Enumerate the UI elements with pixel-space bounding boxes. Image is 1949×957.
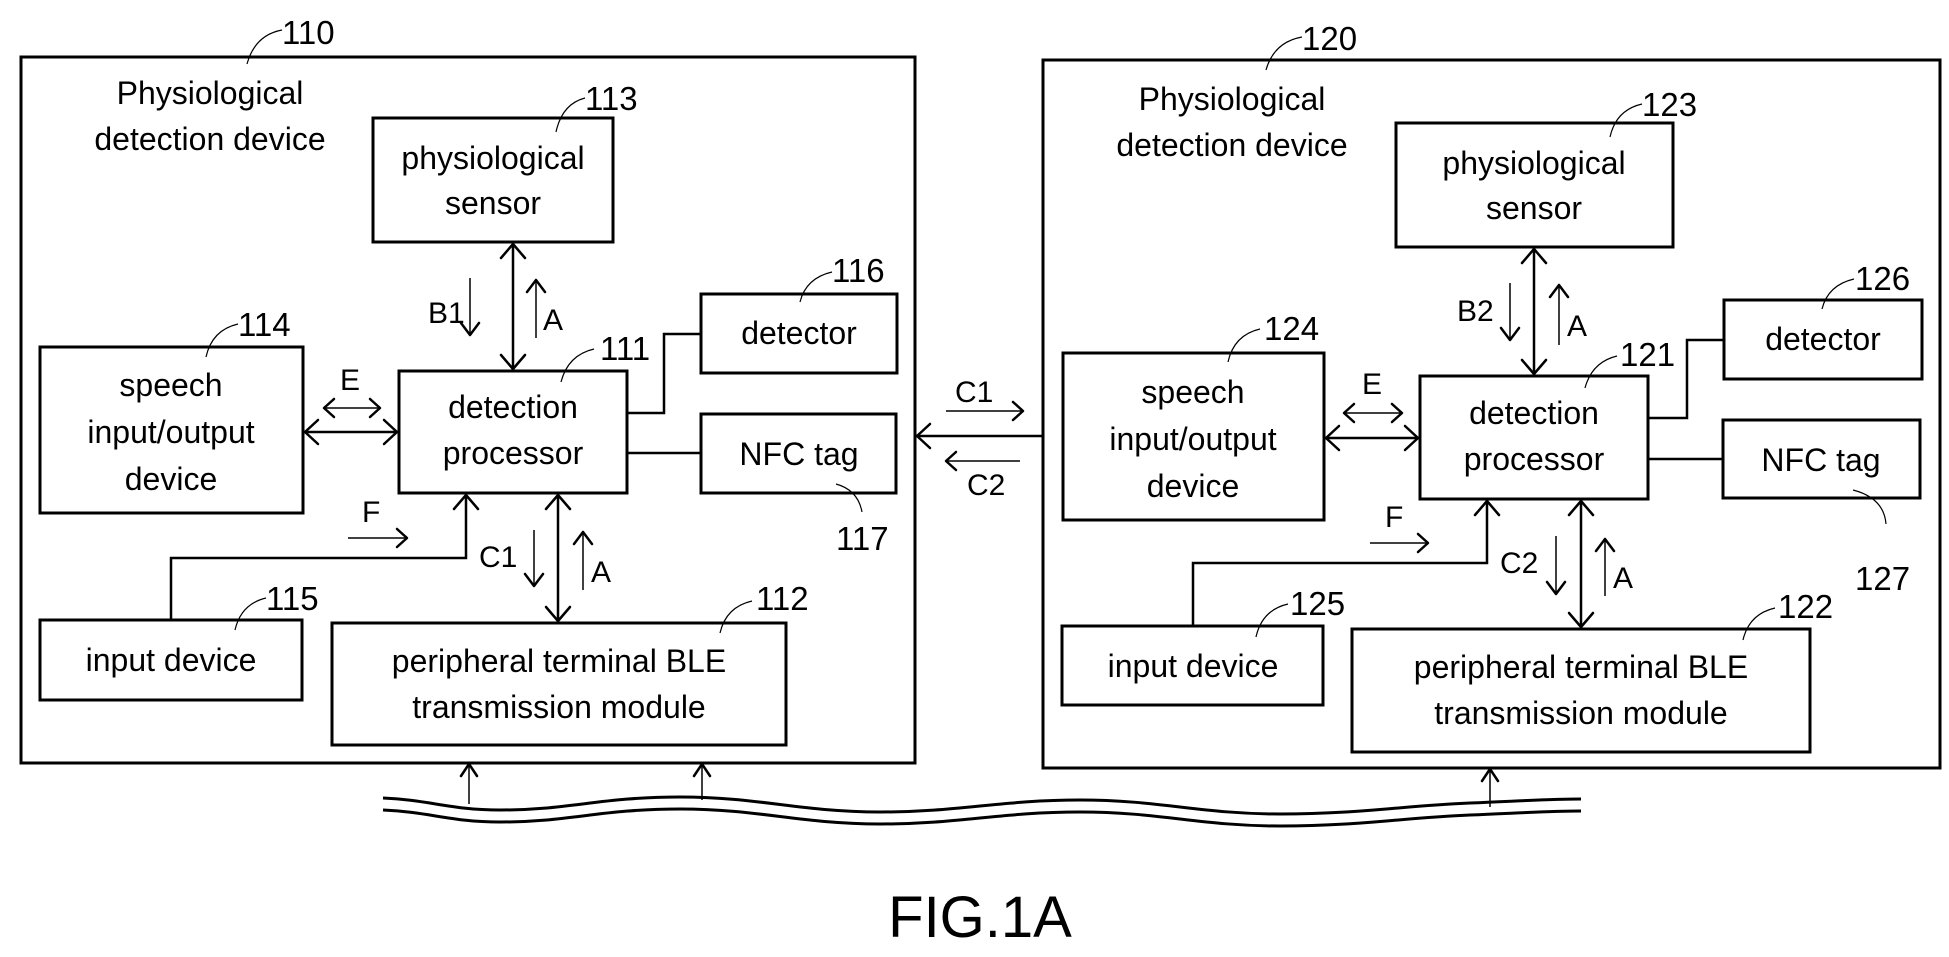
detection-processor-121: detection processor	[1420, 376, 1648, 499]
physiological-sensor-113: physiological sensor	[373, 118, 613, 242]
sensor-113-line1: physiological	[401, 140, 584, 176]
signal-C1-down: C1	[479, 541, 517, 574]
ble-112-line2: transmission module	[412, 689, 705, 725]
speech-124-line2: input/output	[1109, 421, 1276, 457]
detector-116: detector	[701, 294, 897, 373]
figure-caption: FIG.1A	[888, 885, 1072, 950]
wave-lower	[383, 809, 1581, 826]
device-110: 110 Physiological detection device physi…	[21, 14, 915, 763]
ble-122-line2: transmission module	[1434, 695, 1727, 731]
processor-121-line1: detection	[1469, 395, 1599, 431]
physiological-sensor-123: physiological sensor	[1396, 123, 1673, 247]
detector-116-label: detector	[741, 315, 857, 351]
processor-ble-link-2: C2 A	[1500, 501, 1633, 627]
signal-A-up-2: A	[591, 556, 611, 589]
signal-E-2: E	[1362, 368, 1382, 401]
ref-113: 113	[585, 80, 638, 117]
ref-121: 121	[1620, 336, 1675, 373]
ref-110: 110	[282, 14, 335, 51]
nfc-117-label: NFC tag	[739, 436, 858, 472]
ref-111: 111	[600, 330, 650, 367]
signal-C2-to-left: C2	[967, 469, 1005, 502]
ref-125: 125	[1290, 585, 1345, 622]
ref-123: 123	[1642, 86, 1697, 123]
ref-126: 126	[1855, 260, 1910, 297]
speech-124-line1: speech	[1141, 374, 1244, 410]
device-110-title-line1: Physiological	[117, 75, 304, 111]
ref-116: 116	[832, 252, 885, 289]
leader-110	[247, 30, 282, 64]
speech-io-device-124: speech input/output device	[1063, 353, 1324, 520]
detection-processor-111: detection processor	[399, 371, 627, 493]
device-110-title-line2: detection device	[94, 121, 325, 157]
nfc-tag-127: NFC tag	[1723, 420, 1920, 498]
sensor-123-line2: sensor	[1486, 190, 1582, 226]
input-device-125: input device	[1062, 626, 1323, 705]
speech-processor-link: E	[305, 364, 397, 444]
speech-124-line3: device	[1147, 468, 1240, 504]
signal-F-2: F	[1385, 501, 1403, 534]
signal-F-1: F	[362, 496, 380, 529]
ble-112-line1: peripheral terminal BLE	[392, 643, 726, 679]
ref-122: 122	[1778, 588, 1833, 625]
speech-processor-link-2: E	[1326, 368, 1418, 450]
ref-124: 124	[1264, 310, 1319, 347]
signal-E-1: E	[340, 364, 360, 397]
ref-117: 117	[836, 520, 889, 557]
device-120-title-line2: detection device	[1116, 127, 1347, 163]
signal-C1-to-right: C1	[955, 376, 993, 409]
ref-120: 120	[1302, 20, 1357, 57]
detector-126-label: detector	[1765, 321, 1881, 357]
speech-114-line3: device	[125, 461, 218, 497]
device-120: 120 Physiological detection device physi…	[1043, 20, 1940, 768]
ref-127: 127	[1855, 560, 1910, 597]
detector-126: detector	[1724, 300, 1922, 379]
signal-A-up-1: A	[543, 304, 563, 337]
leader-120	[1266, 37, 1302, 70]
nfc-127-label: NFC tag	[1761, 442, 1880, 478]
device-120-title-line1: Physiological	[1139, 81, 1326, 117]
sensor-processor-link-2: B2 A	[1457, 249, 1587, 374]
signal-C2-down: C2	[1500, 547, 1538, 580]
signal-B1: B1	[428, 297, 465, 330]
ref-112: 112	[756, 580, 809, 617]
speech-io-device-114: speech input/output device	[40, 347, 303, 513]
speech-114-line1: speech	[119, 367, 222, 403]
input-115-label: input device	[86, 642, 257, 678]
signal-A-up-4: A	[1613, 562, 1633, 595]
processor-111-line2: processor	[443, 435, 584, 471]
sensor-113-line2: sensor	[445, 185, 541, 221]
speech-114-line2: input/output	[87, 414, 254, 450]
sensor-processor-link: B1 A	[428, 244, 563, 369]
sensor-123-line1: physiological	[1442, 145, 1625, 181]
inter-device-link: C1 C2	[917, 376, 1043, 502]
input-125-label: input device	[1108, 648, 1279, 684]
ref-114: 114	[238, 306, 291, 343]
processor-ble-link: C1 A	[479, 495, 611, 621]
processor-121-line2: processor	[1464, 441, 1605, 477]
ble-module-112: peripheral terminal BLE transmission mod…	[332, 623, 786, 745]
nfc-tag-117: NFC tag	[701, 414, 896, 493]
wave-upper	[383, 797, 1581, 814]
wireless-medium	[383, 764, 1581, 826]
signal-B2: B2	[1457, 295, 1494, 328]
signal-A-up-3: A	[1567, 310, 1587, 343]
input-device-115: input device	[40, 620, 302, 700]
ref-115: 115	[266, 580, 319, 617]
ble-module-122: peripheral terminal BLE transmission mod…	[1352, 629, 1810, 752]
ble-122-line1: peripheral terminal BLE	[1414, 649, 1748, 685]
processor-111-line1: detection	[448, 389, 578, 425]
